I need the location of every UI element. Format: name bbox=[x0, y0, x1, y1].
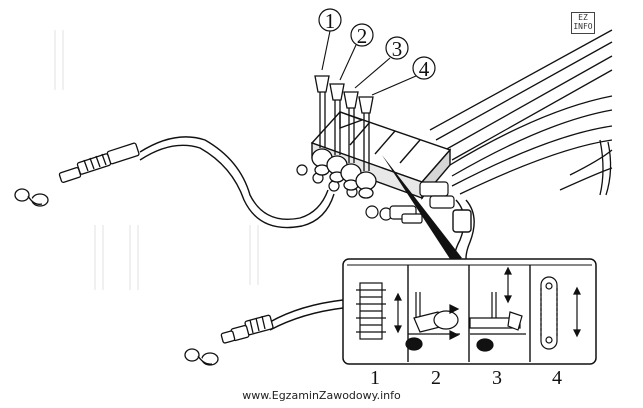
callout-label-2: 2 bbox=[357, 24, 368, 48]
callout-label-1: 1 bbox=[325, 9, 336, 33]
hose-upper bbox=[139, 136, 335, 229]
panel-number-3: 3 bbox=[492, 367, 502, 389]
ezinfo-logo: EZ INFO bbox=[571, 12, 595, 34]
callout-1: 1 bbox=[318, 8, 342, 71]
panel-4-symbol bbox=[540, 276, 581, 350]
valve-fittings bbox=[296, 164, 455, 224]
panel-3-symbol bbox=[469, 266, 526, 352]
callout-2: 2 bbox=[339, 23, 374, 81]
source-watermark[interactable]: www.EgzaminZawodowy.info bbox=[242, 389, 401, 402]
panel-number-4: 4 bbox=[552, 367, 562, 389]
callout-4: 4 bbox=[371, 56, 436, 96]
callout-label-3: 3 bbox=[392, 37, 403, 61]
lever-2 bbox=[326, 83, 348, 183]
panel-number-2: 2 bbox=[431, 367, 441, 389]
panel-number-1: 1 bbox=[370, 367, 380, 389]
background-hatching bbox=[54, 30, 259, 290]
panel-1-symbol bbox=[356, 282, 402, 340]
logo-line-2: INFO bbox=[573, 22, 593, 31]
dust-cap-upper bbox=[14, 188, 49, 207]
tractor-frame bbox=[429, 29, 613, 196]
lever-4 bbox=[355, 96, 377, 199]
lever-3 bbox=[340, 91, 362, 191]
hose-lower bbox=[269, 299, 344, 331]
callout-label-4: 4 bbox=[419, 57, 430, 81]
dust-cap-lower bbox=[184, 348, 219, 366]
zoom-leader bbox=[382, 155, 462, 262]
inset-panel bbox=[342, 258, 597, 365]
hose-fitting-upper bbox=[58, 142, 140, 183]
panel-2-symbol bbox=[405, 292, 460, 351]
callout-3: 3 bbox=[354, 36, 409, 89]
logo-line-1: EZ bbox=[578, 13, 588, 22]
hose-fitting-lower bbox=[220, 314, 274, 344]
